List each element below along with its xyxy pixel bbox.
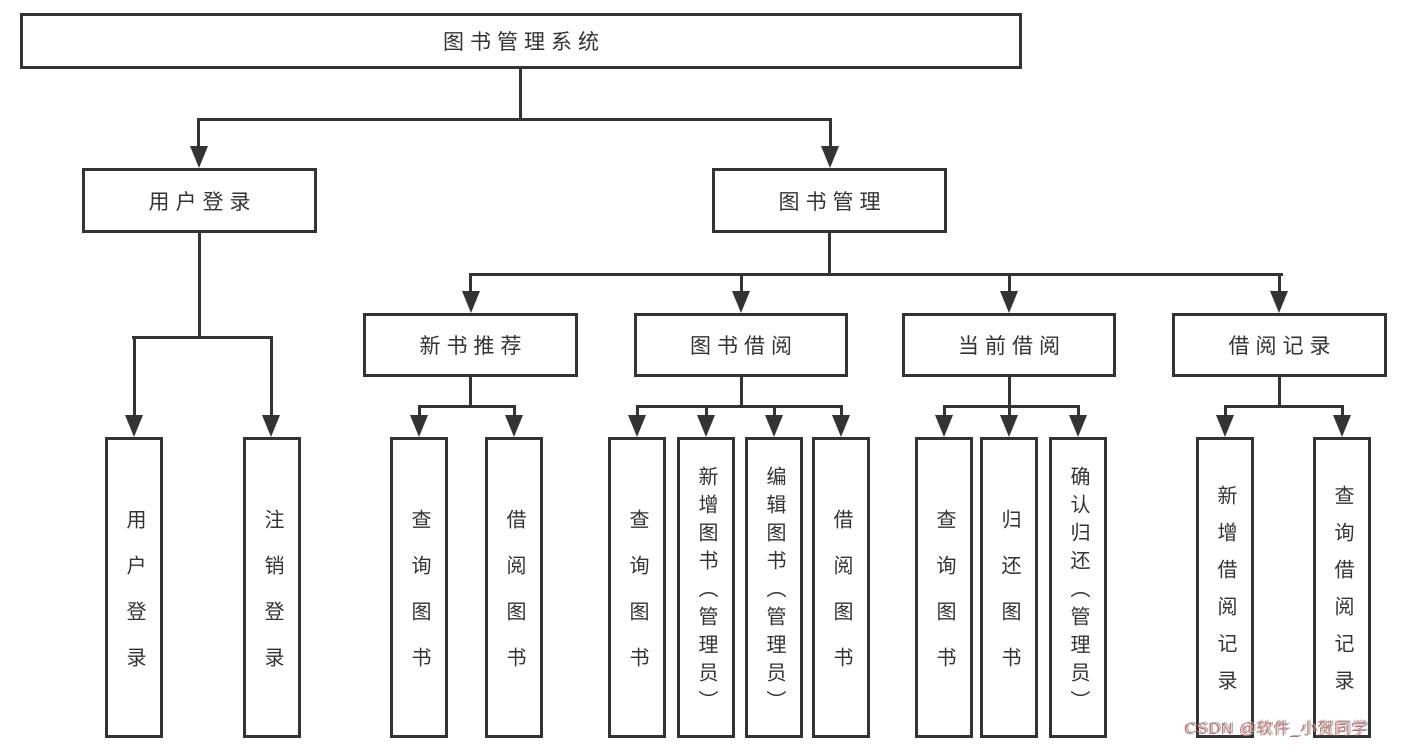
connector-to-current-borrowing — [1008, 273, 1011, 295]
arrowhead-to-borrowing-records — [1270, 291, 1288, 313]
connector-user-login-stem — [198, 233, 201, 336]
arrowhead-to-book-borrowing — [732, 291, 750, 313]
connector-to-new-book-recommendation — [469, 273, 472, 295]
node-label: 新书推荐 — [419, 335, 528, 358]
connector-to-leaf-query-books-borrowing — [636, 405, 639, 419]
arrowhead-to-leaf-query-books-recommend — [410, 415, 428, 437]
connector-to-borrowing-records — [1278, 273, 1281, 295]
arrowhead-to-leaf-query-books-borrowing — [628, 415, 646, 437]
connector-to-leaf-query-books-current — [943, 405, 946, 419]
leaf-logout: 注销登录 — [243, 437, 301, 738]
arrowhead-to-new-book-recommendation — [462, 291, 480, 313]
node-label: 当前借阅 — [958, 335, 1066, 358]
leaf-query-borrow-record: 查询借阅记录 — [1313, 437, 1371, 738]
leaf-add-borrow-record: 新增借阅记录 — [1196, 437, 1254, 738]
arrowhead-to-leaf-user-login — [125, 415, 143, 437]
arrowhead-to-leaf-query-books-current — [935, 415, 953, 437]
node-root-library-management-system: 图书管理系统 — [20, 13, 1022, 69]
arrowhead-to-leaf-add-books-admin — [697, 415, 715, 437]
leaf-confirm-return-admin: 确认归还（管理员） — [1049, 437, 1107, 738]
node-borrowing-records: 借阅记录 — [1172, 313, 1387, 377]
node-user-login: 用户登录 — [82, 168, 317, 233]
arrowhead-to-leaf-return-books — [1000, 415, 1018, 437]
connector-book-borrowing-branch — [636, 405, 843, 408]
arrowhead-to-leaf-borrow-books-recommend — [505, 415, 523, 437]
arrowhead-to-leaf-logout — [262, 415, 280, 437]
arrowhead-to-leaf-edit-books-admin — [765, 415, 783, 437]
connector-to-leaf-add-borrow-record — [1224, 405, 1227, 419]
leaf-borrow-books-recommend: 借阅图书 — [485, 437, 543, 738]
connector-to-user-login — [197, 118, 200, 150]
leaf-query-books-current: 查询图书 — [915, 437, 973, 738]
leaf-label: 新增借阅记录 — [1214, 485, 1236, 707]
node-label: 图书借阅 — [690, 335, 798, 358]
leaf-query-books-recommend: 查询图书 — [390, 437, 448, 738]
connector-new-book-recommendation-stem — [469, 377, 472, 405]
connector-to-leaf-add-books-admin — [705, 405, 708, 419]
connector-to-book-management — [829, 118, 832, 150]
leaf-label: 归还图书 — [998, 508, 1020, 693]
leaf-label: 确认归还（管理员） — [1067, 465, 1089, 718]
connector-to-leaf-confirm-return-admin — [1077, 405, 1080, 419]
connector-to-leaf-query-borrow-record — [1341, 405, 1344, 419]
leaf-label: 用户登录 — [123, 508, 145, 693]
leaf-borrow-books-borrowing: 借阅图书 — [812, 437, 870, 738]
connector-user-login-branch — [132, 336, 273, 339]
connector-root-branch — [197, 118, 832, 121]
connector-book-management-stem — [828, 233, 831, 273]
leaf-label: 借阅图书 — [503, 508, 525, 693]
leaf-query-books-borrowing: 查询图书 — [608, 437, 666, 738]
connector-borrowing-records-stem — [1278, 377, 1281, 405]
connector-current-borrowing-stem — [1008, 377, 1011, 405]
leaf-label: 查询图书 — [933, 508, 955, 693]
leaf-label: 借阅图书 — [830, 508, 852, 693]
connector-to-leaf-query-books-recommend — [418, 405, 421, 419]
node-label: 图书管理系统 — [443, 31, 605, 54]
connector-borrowing-records-branch — [1224, 405, 1344, 408]
arrowhead-to-leaf-confirm-return-admin — [1069, 415, 1087, 437]
connector-book-management-branch — [469, 273, 1283, 276]
connector-to-leaf-edit-books-admin — [773, 405, 776, 419]
leaf-return-books: 归还图书 — [980, 437, 1038, 738]
node-current-borrowing: 当前借阅 — [902, 313, 1116, 377]
connector-current-borrowing-branch — [943, 405, 1080, 408]
leaf-user-login: 用户登录 — [105, 437, 163, 738]
leaf-label: 注销登录 — [261, 508, 283, 693]
arrowhead-to-leaf-query-borrow-record — [1333, 415, 1351, 437]
connector-root-stem — [519, 69, 522, 118]
connector-to-leaf-borrow-books-borrowing — [840, 405, 843, 419]
leaf-edit-books-admin: 编辑图书（管理员） — [745, 437, 803, 738]
node-new-book-recommendation: 新书推荐 — [363, 313, 578, 377]
connector-new-book-recommendation-branch — [418, 405, 516, 408]
leaf-label: 查询借阅记录 — [1331, 485, 1353, 707]
connector-to-leaf-borrow-books-recommend — [513, 405, 516, 419]
connector-to-leaf-logout — [270, 336, 273, 419]
leaf-label: 查询图书 — [408, 508, 430, 693]
leaf-label: 新增图书（管理员） — [695, 465, 717, 718]
arrowhead-to-user-login — [190, 146, 208, 168]
node-label: 借阅记录 — [1228, 335, 1337, 358]
arrowhead-to-book-management — [821, 146, 839, 168]
arrowhead-to-current-borrowing — [1000, 291, 1018, 313]
connector-to-book-borrowing — [740, 273, 743, 295]
node-label: 图书管理 — [778, 190, 887, 214]
connector-to-leaf-return-books — [1008, 405, 1011, 419]
node-book-management: 图书管理 — [712, 168, 947, 233]
leaf-label: 查询图书 — [626, 508, 648, 693]
node-label: 用户登录 — [148, 190, 257, 214]
leaf-add-books-admin: 新增图书（管理员） — [677, 437, 735, 738]
node-book-borrowing: 图书借阅 — [634, 313, 848, 377]
arrowhead-to-leaf-borrow-books-borrowing — [832, 415, 850, 437]
connector-to-leaf-user-login — [133, 336, 136, 419]
arrowhead-to-leaf-add-borrow-record — [1216, 415, 1234, 437]
csdn-watermark: CSDN @软件_小贺同学 — [1186, 720, 1370, 737]
connector-book-borrowing-stem — [740, 377, 743, 405]
leaf-label: 编辑图书（管理员） — [763, 465, 785, 718]
